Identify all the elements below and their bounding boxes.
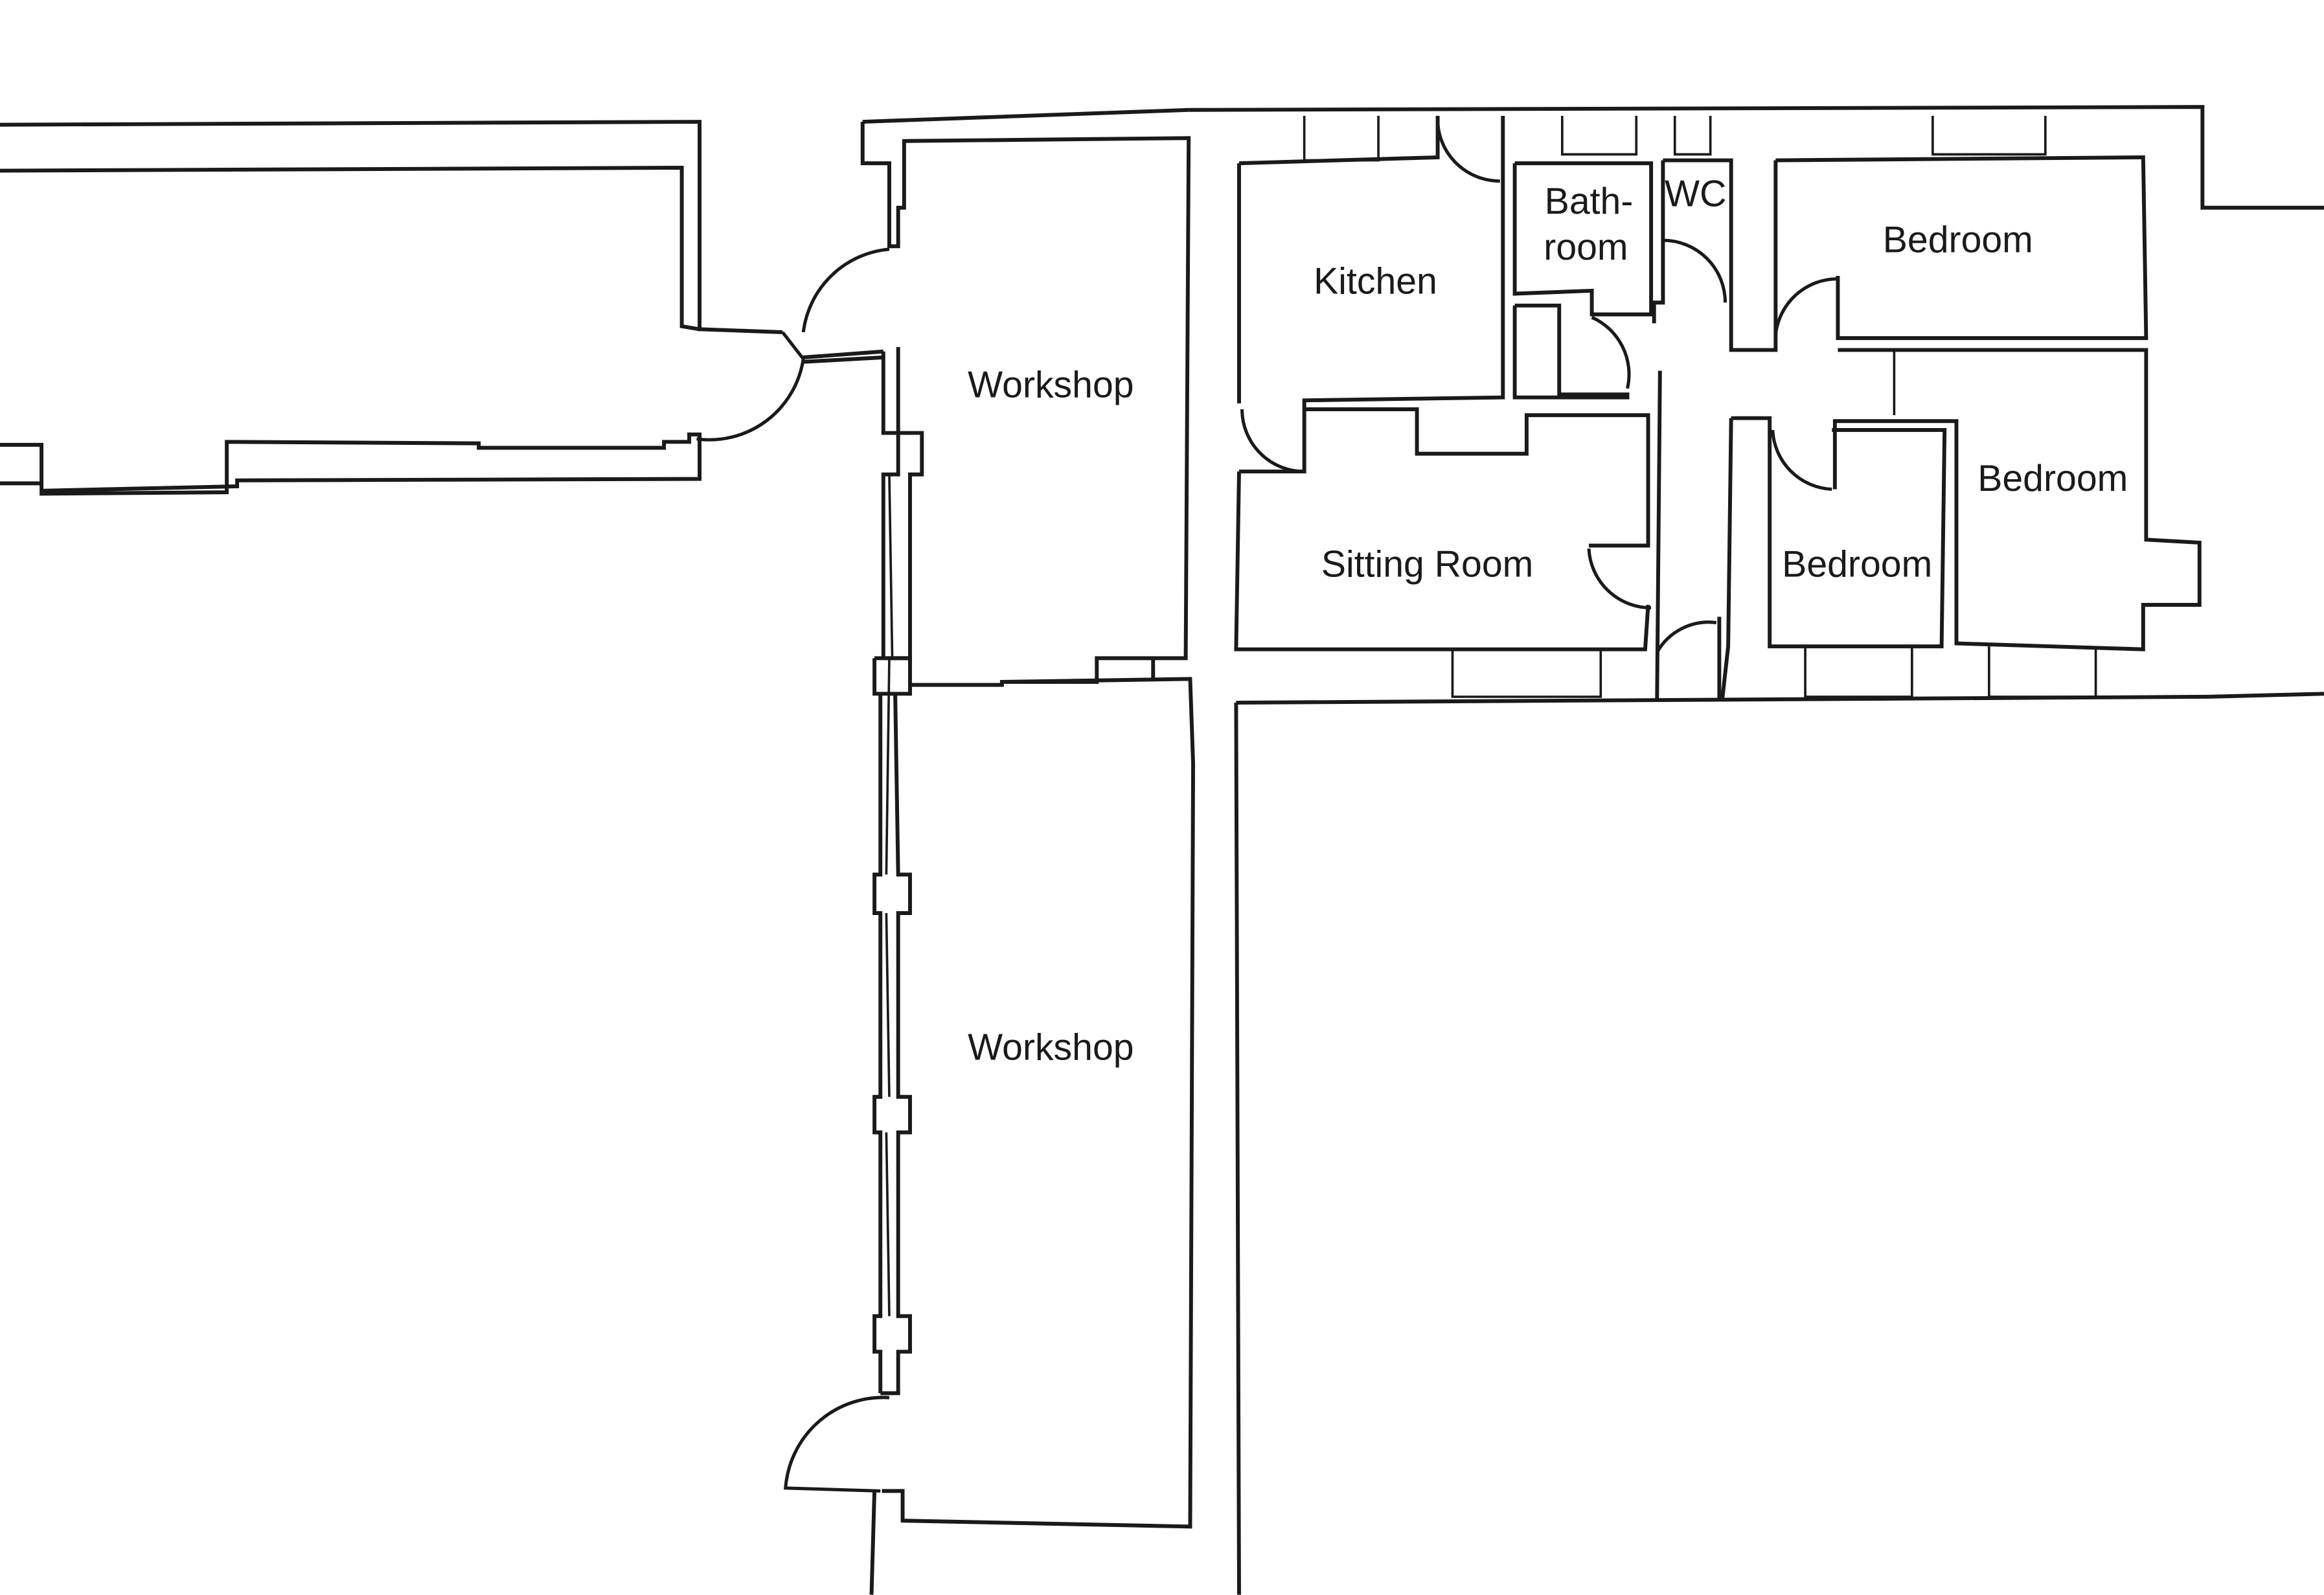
room-label-bedroom-e: Bedroom	[1977, 458, 2128, 499]
room-label-bedroom-mid: Bedroom	[1782, 544, 1932, 585]
room-label-bathroom-line1: Bath-	[1545, 181, 1634, 222]
room-label-kitchen: Kitchen	[1314, 260, 1437, 302]
door-swings	[696, 115, 1838, 1493]
room-label-sitting-room: Sitting Room	[1321, 544, 1533, 585]
room-label-bedroom-ne: Bedroom	[1883, 219, 2033, 260]
west-wing-walls	[0, 120, 884, 496]
room-label-wc: WC	[1665, 173, 1726, 214]
room-label-workshop-south: Workshop	[968, 1027, 1134, 1069]
house-walls	[1189, 105, 2324, 700]
workshop-block-walls	[860, 107, 2324, 1595]
room-label-workshop-north: Workshop	[968, 365, 1134, 406]
room-labels: Workshop Workshop Kitchen Bath- room WC …	[968, 173, 2128, 1068]
room-label-bathroom-line2: room	[1544, 227, 1628, 268]
